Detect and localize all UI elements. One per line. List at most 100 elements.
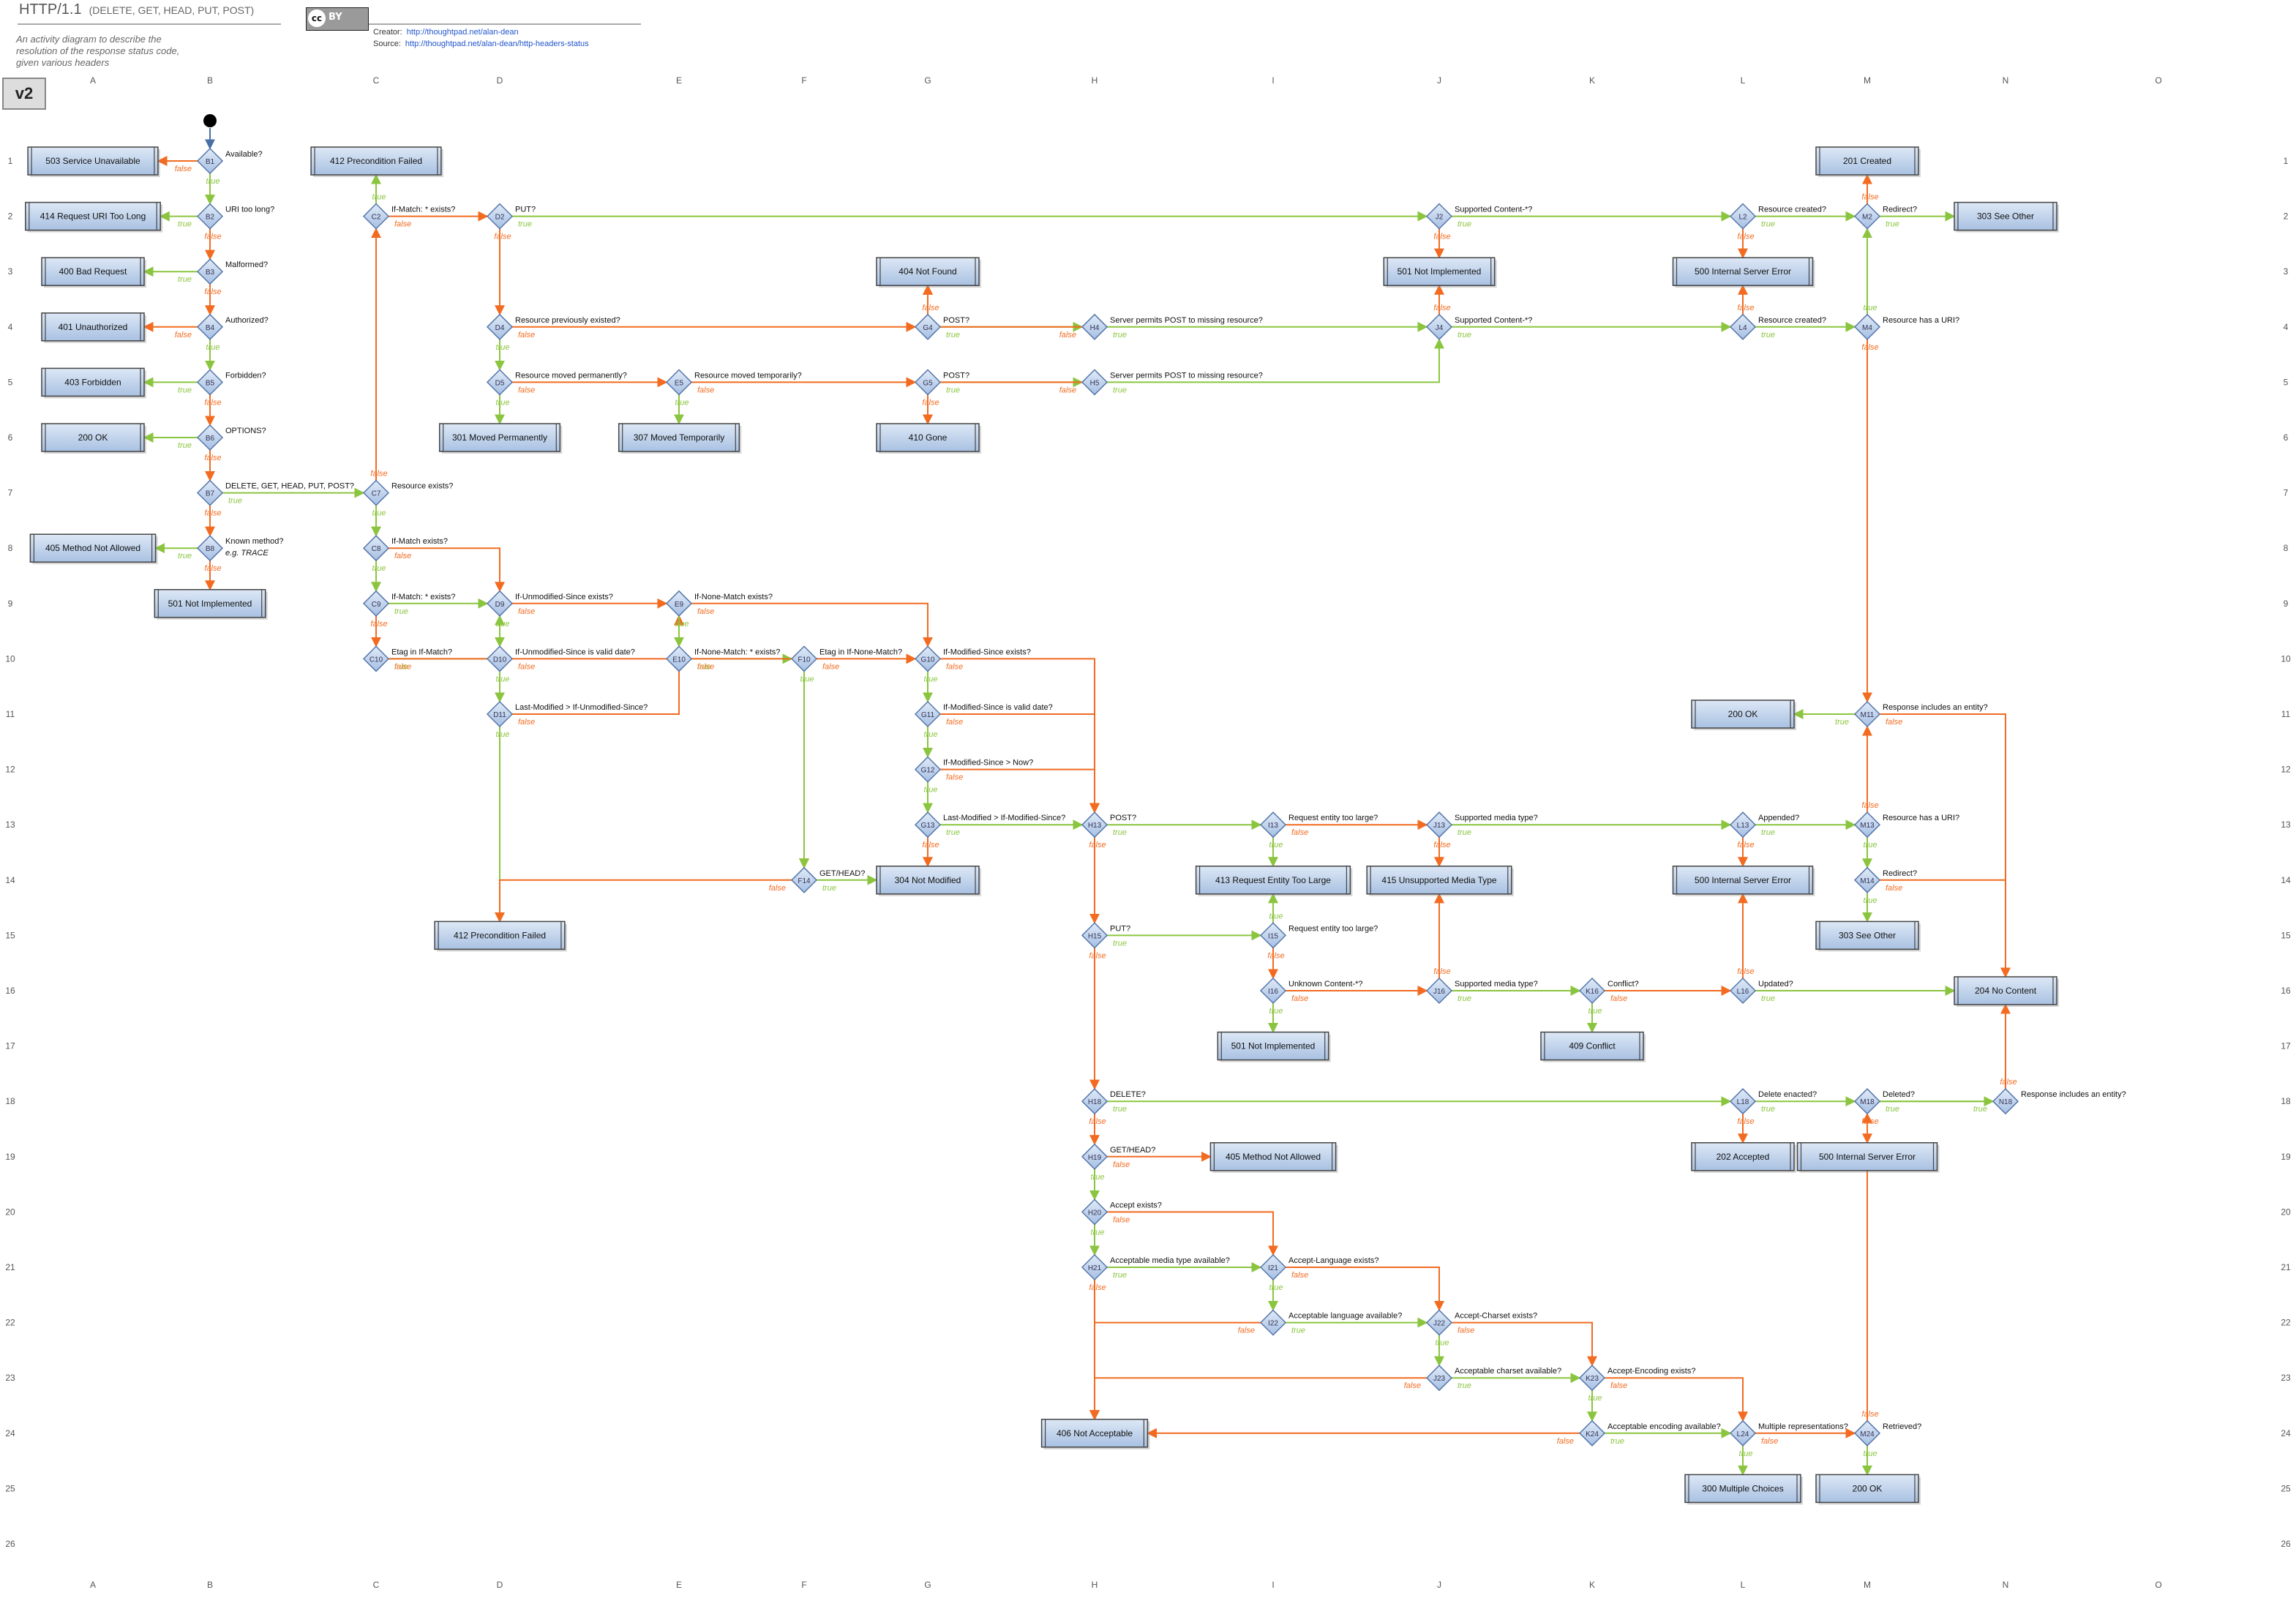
edge-label-false: false	[394, 220, 411, 229]
column-label: N	[2003, 1580, 2009, 1590]
edge-false-e10-f14	[691, 658, 809, 869]
decision-id: K16	[1586, 988, 1599, 996]
decision-id: M11	[1861, 711, 1875, 719]
decision-id: H18	[1088, 1098, 1102, 1106]
edge-label-false: false	[1861, 1117, 1878, 1126]
decision-id: L24	[1737, 1430, 1749, 1438]
row-label: 13	[2281, 819, 2291, 830]
edge-label-false: false	[204, 454, 221, 462]
row-label: 17	[2281, 1041, 2291, 1051]
decision-id: B5	[206, 379, 215, 387]
edge-label-false: false	[697, 607, 714, 616]
decision-id: L18	[1737, 1098, 1749, 1106]
decision-question: Response includes an entity?	[1883, 703, 1988, 712]
edge-label-true: true	[496, 675, 510, 683]
edge-label-true: true	[822, 884, 836, 893]
status-label: 403 Forbidden	[64, 377, 121, 387]
decision-diamond	[1425, 203, 1453, 230]
column-label: C	[373, 1580, 380, 1590]
status-box-s501b: 501 Not Implemented	[1383, 257, 1497, 288]
decision-question: Accept-Encoding exists?	[1607, 1367, 1695, 1376]
creator-link[interactable]: http://thoughtpad.net/alan-dean	[406, 28, 519, 37]
edge-label-true: true	[1457, 828, 1471, 837]
edge-label-false: false	[1291, 994, 1308, 1003]
row-label: 20	[2281, 1207, 2291, 1217]
status-frame	[41, 257, 145, 286]
edge-label-true: true	[1291, 1327, 1305, 1335]
edge-label-true: true	[178, 275, 192, 284]
title-rule	[18, 23, 281, 25]
decision-id: B4	[206, 324, 215, 332]
decision-question: Authorized?	[225, 316, 269, 325]
row-label: 1	[2284, 156, 2289, 166]
row-label: 1	[8, 156, 13, 166]
status-frame	[1672, 866, 1814, 895]
row-label: 4	[2284, 322, 2289, 332]
edge-label-true: true	[1091, 1173, 1105, 1182]
status-box-s412a: 412 Precondition Failed	[310, 146, 443, 177]
decision-id: H21	[1088, 1264, 1102, 1272]
decision-question: If-Match: * exists?	[391, 593, 455, 601]
status-frame	[1691, 1142, 1795, 1171]
status-frame	[1691, 699, 1795, 729]
decision-id: D5	[495, 379, 505, 387]
decision-question: Request entity too large?	[1288, 924, 1378, 933]
decision-diamond	[1081, 1198, 1108, 1226]
edge-label-true: true	[1113, 939, 1127, 948]
edge-label-true: true	[1457, 331, 1471, 340]
row-label: 20	[5, 1207, 15, 1217]
row-label: 5	[8, 377, 13, 387]
edge-label-false: false	[946, 718, 963, 727]
edge-label-false: false	[1291, 828, 1308, 837]
status-frame	[310, 146, 442, 176]
column-label: F	[801, 1580, 806, 1590]
decision-id: C8	[372, 545, 381, 553]
edge-label-false: false	[494, 233, 511, 241]
decision-id: G13	[921, 822, 935, 830]
decision-diamond	[362, 535, 390, 562]
decision-question: Malformed?	[225, 260, 268, 269]
status-frame	[1383, 257, 1496, 286]
edge-label-true: true	[946, 828, 960, 837]
decision-diamond	[1081, 811, 1108, 839]
decision-diamond	[1259, 1309, 1287, 1336]
edge-label-false: false	[922, 398, 939, 407]
decision-id: H20	[1088, 1209, 1102, 1217]
status-label: 200 OK	[1853, 1483, 1883, 1493]
decision-id: B8	[206, 545, 215, 553]
row-label: 10	[5, 653, 15, 664]
row-label: 6	[8, 432, 13, 443]
decision-question: Resource moved permanently?	[515, 371, 627, 380]
edge-label-false: false	[769, 884, 786, 893]
edge-label-true: true	[1269, 1283, 1283, 1292]
decision-question: Supported Content-*?	[1455, 316, 1532, 325]
status-label: 303 See Other	[1977, 211, 2034, 222]
decision-diamond	[196, 535, 224, 562]
edge-label-true: true	[372, 564, 386, 573]
edge-false-f14-s412b	[495, 879, 792, 923]
source-link[interactable]: http://thoughtpad.net/alan-dean/http-hea…	[405, 40, 589, 48]
decision-id: J4	[1436, 324, 1444, 332]
status-label: 415 Unsupported Media Type	[1381, 875, 1497, 885]
status-frame	[1217, 1031, 1329, 1061]
decision-question: Supported media type?	[1455, 980, 1538, 989]
edge-label-true: true	[1269, 912, 1283, 920]
edge-label-false: false	[204, 398, 221, 407]
row-label: 10	[2281, 653, 2291, 664]
edge-label-true: true	[924, 675, 938, 683]
row-label: 24	[2281, 1428, 2291, 1438]
row-label: 13	[5, 819, 15, 830]
creator-line: Creator:http://thoughtpad.net/alan-dean	[373, 28, 519, 37]
edge-label-true: true	[1864, 304, 1877, 312]
decision-diamond	[1729, 313, 1757, 340]
